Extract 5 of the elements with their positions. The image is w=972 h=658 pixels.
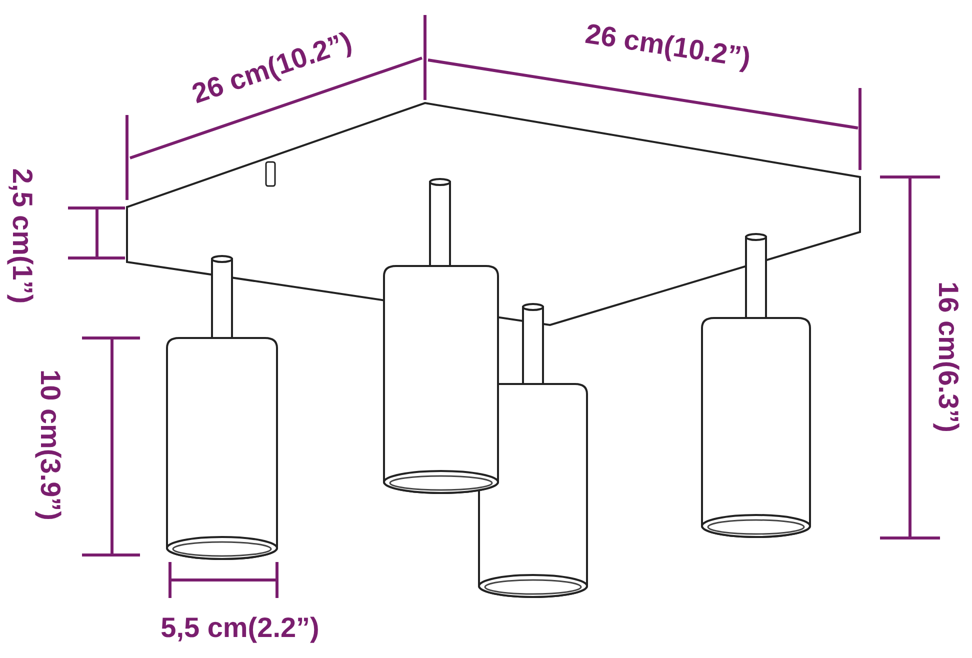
- dimension-label: 16 cm(6.3”): [934, 282, 962, 432]
- dimension-label: 2,5 cm(1”): [8, 168, 36, 304]
- dimension-label: 10 cm(3.9”): [36, 370, 64, 520]
- dimension-label: 5,5 cm(2.2”): [160, 614, 320, 642]
- dimension-label: 26 cm(10.2”): [584, 20, 752, 72]
